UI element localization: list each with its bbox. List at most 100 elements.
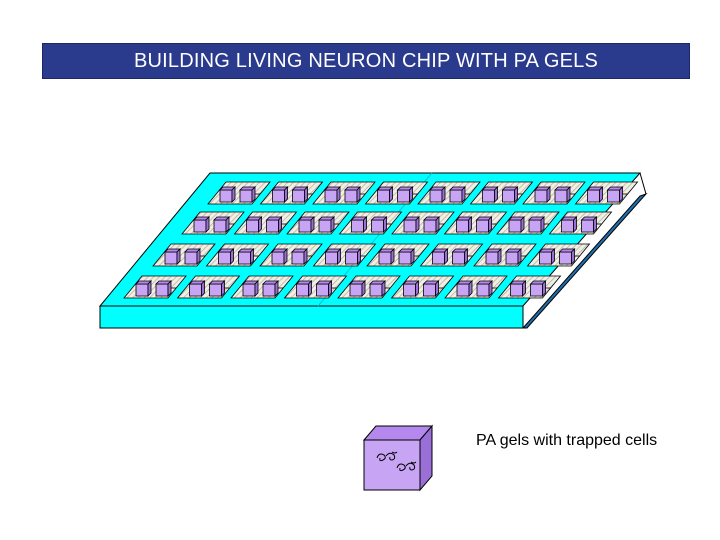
- pa-gel-side: [205, 216, 210, 233]
- pa-gel-side: [415, 280, 419, 297]
- electrode-pad: [286, 211, 350, 235]
- pa-gel-side: [390, 248, 395, 265]
- pa-gel-front: [164, 251, 178, 265]
- pa-gel-side: [283, 248, 288, 265]
- pa-gel-side: [231, 186, 236, 203]
- electrode-pad: [366, 243, 430, 267]
- pa-gel-front: [397, 189, 410, 203]
- pa-gel-side: [435, 280, 439, 297]
- pa-gel-front: [271, 251, 285, 265]
- pa-gel-side: [278, 216, 282, 233]
- pa-gel-front: [607, 189, 620, 203]
- pa-gel-on-pad: [586, 186, 604, 203]
- electrode-pad: [181, 211, 245, 235]
- pa-gel-on-pad: [271, 248, 288, 265]
- pa-gel-front: [239, 189, 253, 203]
- pa-gel-side: [494, 186, 498, 203]
- pa-gel-on-pad: [449, 186, 466, 203]
- pa-gel-front: [246, 219, 259, 233]
- pa-gel-side: [468, 280, 473, 297]
- pa-gel-on-pad: [217, 248, 235, 265]
- pa-gel-front: [561, 219, 574, 233]
- pa-gel-front: [218, 251, 231, 265]
- pa-gel-side: [435, 216, 440, 233]
- pa-gel-front: [476, 219, 489, 233]
- pa-gel-on-pad: [298, 216, 315, 233]
- pa-gel-on-pad: [422, 280, 440, 297]
- electrode-pad: [496, 211, 560, 235]
- pa-gel-on-pad: [318, 216, 335, 233]
- pa-gel-front: [429, 189, 443, 203]
- pa-gel-front: [318, 219, 332, 233]
- pa-gel-front: [135, 283, 149, 297]
- pa-gel-front: [502, 189, 515, 203]
- pa-gel-on-pad: [239, 186, 256, 203]
- pa-gel-on-pad: [188, 280, 206, 297]
- pa-gel-on-pad: [475, 216, 493, 233]
- electrode-pad: [497, 275, 562, 299]
- pa-gel-side: [488, 280, 493, 297]
- pa-gel-on-pad: [271, 186, 289, 203]
- electrode-pad: [176, 275, 241, 299]
- pa-gel-side: [230, 248, 234, 265]
- pa-gel-side: [540, 216, 545, 233]
- pa-gel-front: [559, 251, 572, 265]
- pa-gel-on-pad: [455, 216, 473, 233]
- electrode-pad: [312, 243, 377, 267]
- pa-gel-on-pad: [242, 280, 259, 297]
- pa-gel-front: [456, 219, 469, 233]
- pa-gel-on-pad: [135, 280, 152, 297]
- pa-gel-front: [345, 251, 358, 265]
- electrode-pad: [152, 243, 216, 267]
- pa-gel-on-pad: [580, 216, 598, 233]
- pa-gel-side: [619, 186, 623, 203]
- pa-gel-front: [539, 251, 552, 265]
- pa-gel-side: [542, 280, 546, 297]
- pa-gel-side: [409, 186, 413, 203]
- pa-gel-side: [593, 216, 597, 233]
- pa-gel-on-pad: [219, 186, 236, 203]
- pa-gel-side: [381, 280, 386, 297]
- pa-gel-front: [371, 219, 384, 233]
- electrode-pad: [417, 181, 481, 205]
- pa-gel-side: [514, 186, 518, 203]
- pa-gel-front: [316, 283, 329, 297]
- pa-gel-side: [444, 248, 448, 265]
- electrode-pad: [473, 243, 537, 267]
- pa-gel-front: [219, 189, 233, 203]
- pa-gel-on-pad: [155, 280, 172, 297]
- pa-gel-side: [517, 248, 522, 265]
- pa-gel-on-pad: [315, 280, 333, 297]
- pa-gel-side: [336, 186, 341, 203]
- pa-gel-on-pad: [402, 280, 420, 297]
- pa-gel-on-pad: [528, 216, 545, 233]
- pa-gel-side: [176, 248, 181, 265]
- pa-gel-cube: [362, 424, 434, 492]
- chip-front-side: [99, 305, 524, 329]
- pa-gel-side: [167, 280, 172, 297]
- pa-gel-on-pad: [291, 186, 309, 203]
- electrode-pad: [338, 211, 403, 235]
- pa-gel-front: [482, 189, 495, 203]
- electrode-pad: [364, 181, 429, 205]
- pa-gel-cube-front: [363, 439, 421, 491]
- pa-gel-front: [398, 251, 412, 265]
- pa-gel-front: [349, 283, 363, 297]
- electrode-pad: [526, 243, 591, 267]
- pa-gel-side: [571, 248, 575, 265]
- pa-gel-front: [485, 251, 499, 265]
- pa-gel-on-pad: [376, 186, 394, 203]
- pa-gel-front: [298, 219, 312, 233]
- pa-gel-on-pad: [245, 216, 263, 233]
- chip-top-surface: [98, 172, 642, 307]
- pa-gel-on-pad: [485, 248, 502, 265]
- pa-gel-side: [468, 216, 472, 233]
- pa-gel-side: [304, 186, 308, 203]
- pa-gel-on-pad: [476, 280, 493, 297]
- electrode-pad: [205, 243, 270, 267]
- chip-base: [98, 172, 648, 329]
- pa-gel-on-pad: [558, 248, 576, 265]
- pa-gel-side: [356, 186, 361, 203]
- pa-gel-on-pad: [369, 280, 386, 297]
